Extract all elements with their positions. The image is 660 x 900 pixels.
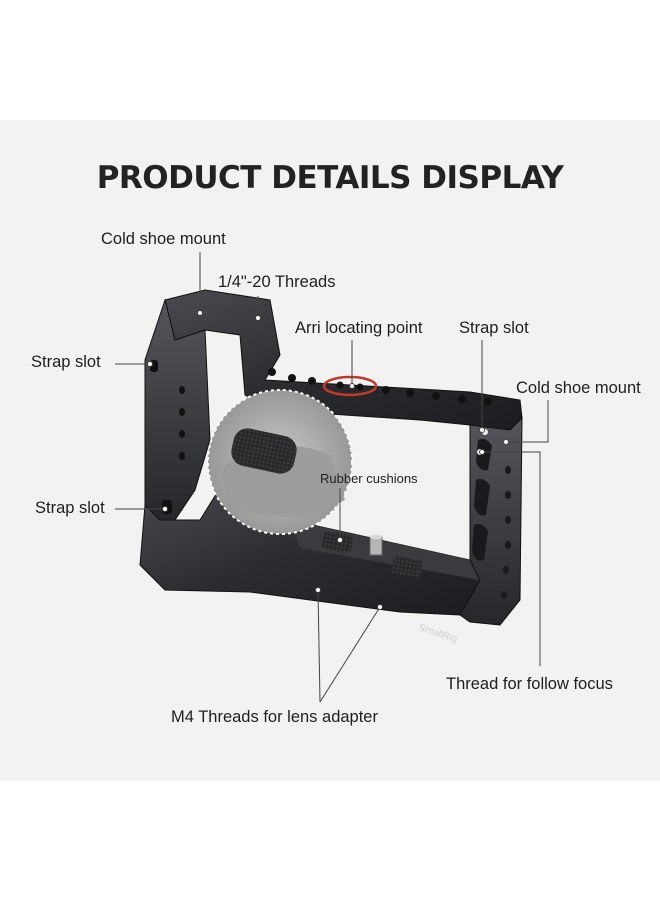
label-arri-locating-point: Arri locating point (295, 319, 423, 337)
mounting-screw (369, 536, 383, 556)
rubber-cushion-left (321, 531, 353, 553)
page-title: PRODUCT DETAILS DISPLAY (96, 160, 564, 196)
rubber-cushion-zoom-inset (207, 389, 353, 535)
leader-lines (115, 252, 549, 703)
label-strap-slot-left-lower: Strap slot (35, 499, 105, 517)
leader-dots (147, 310, 509, 610)
label-cold-shoe-mount-right: Cold shoe mount (516, 379, 641, 397)
brand-engraving: SmallRig (417, 622, 458, 645)
label-strap-slot-top-right: Strap slot (459, 319, 529, 337)
cage-top-plate (164, 289, 523, 431)
label-m4-threads-lens-adapter: M4 Threads for lens adapter (171, 708, 378, 726)
label-rubber-cushions: Rubber cushions (320, 471, 418, 486)
cage-right-side (459, 416, 523, 626)
label-cold-shoe-mount-left: Cold shoe mount (101, 230, 226, 248)
cage-bottom-plate: SmallRig (139, 479, 481, 645)
label-quarter-20-threads: 1/4"-20 Threads (218, 273, 336, 291)
rubber-cushion-right (391, 556, 423, 578)
label-strap-slot-left-upper: Strap slot (31, 353, 101, 371)
label-thread-follow-focus: Thread for follow focus (446, 675, 613, 693)
top-plate-holes (197, 310, 492, 406)
arri-highlight (322, 375, 378, 397)
